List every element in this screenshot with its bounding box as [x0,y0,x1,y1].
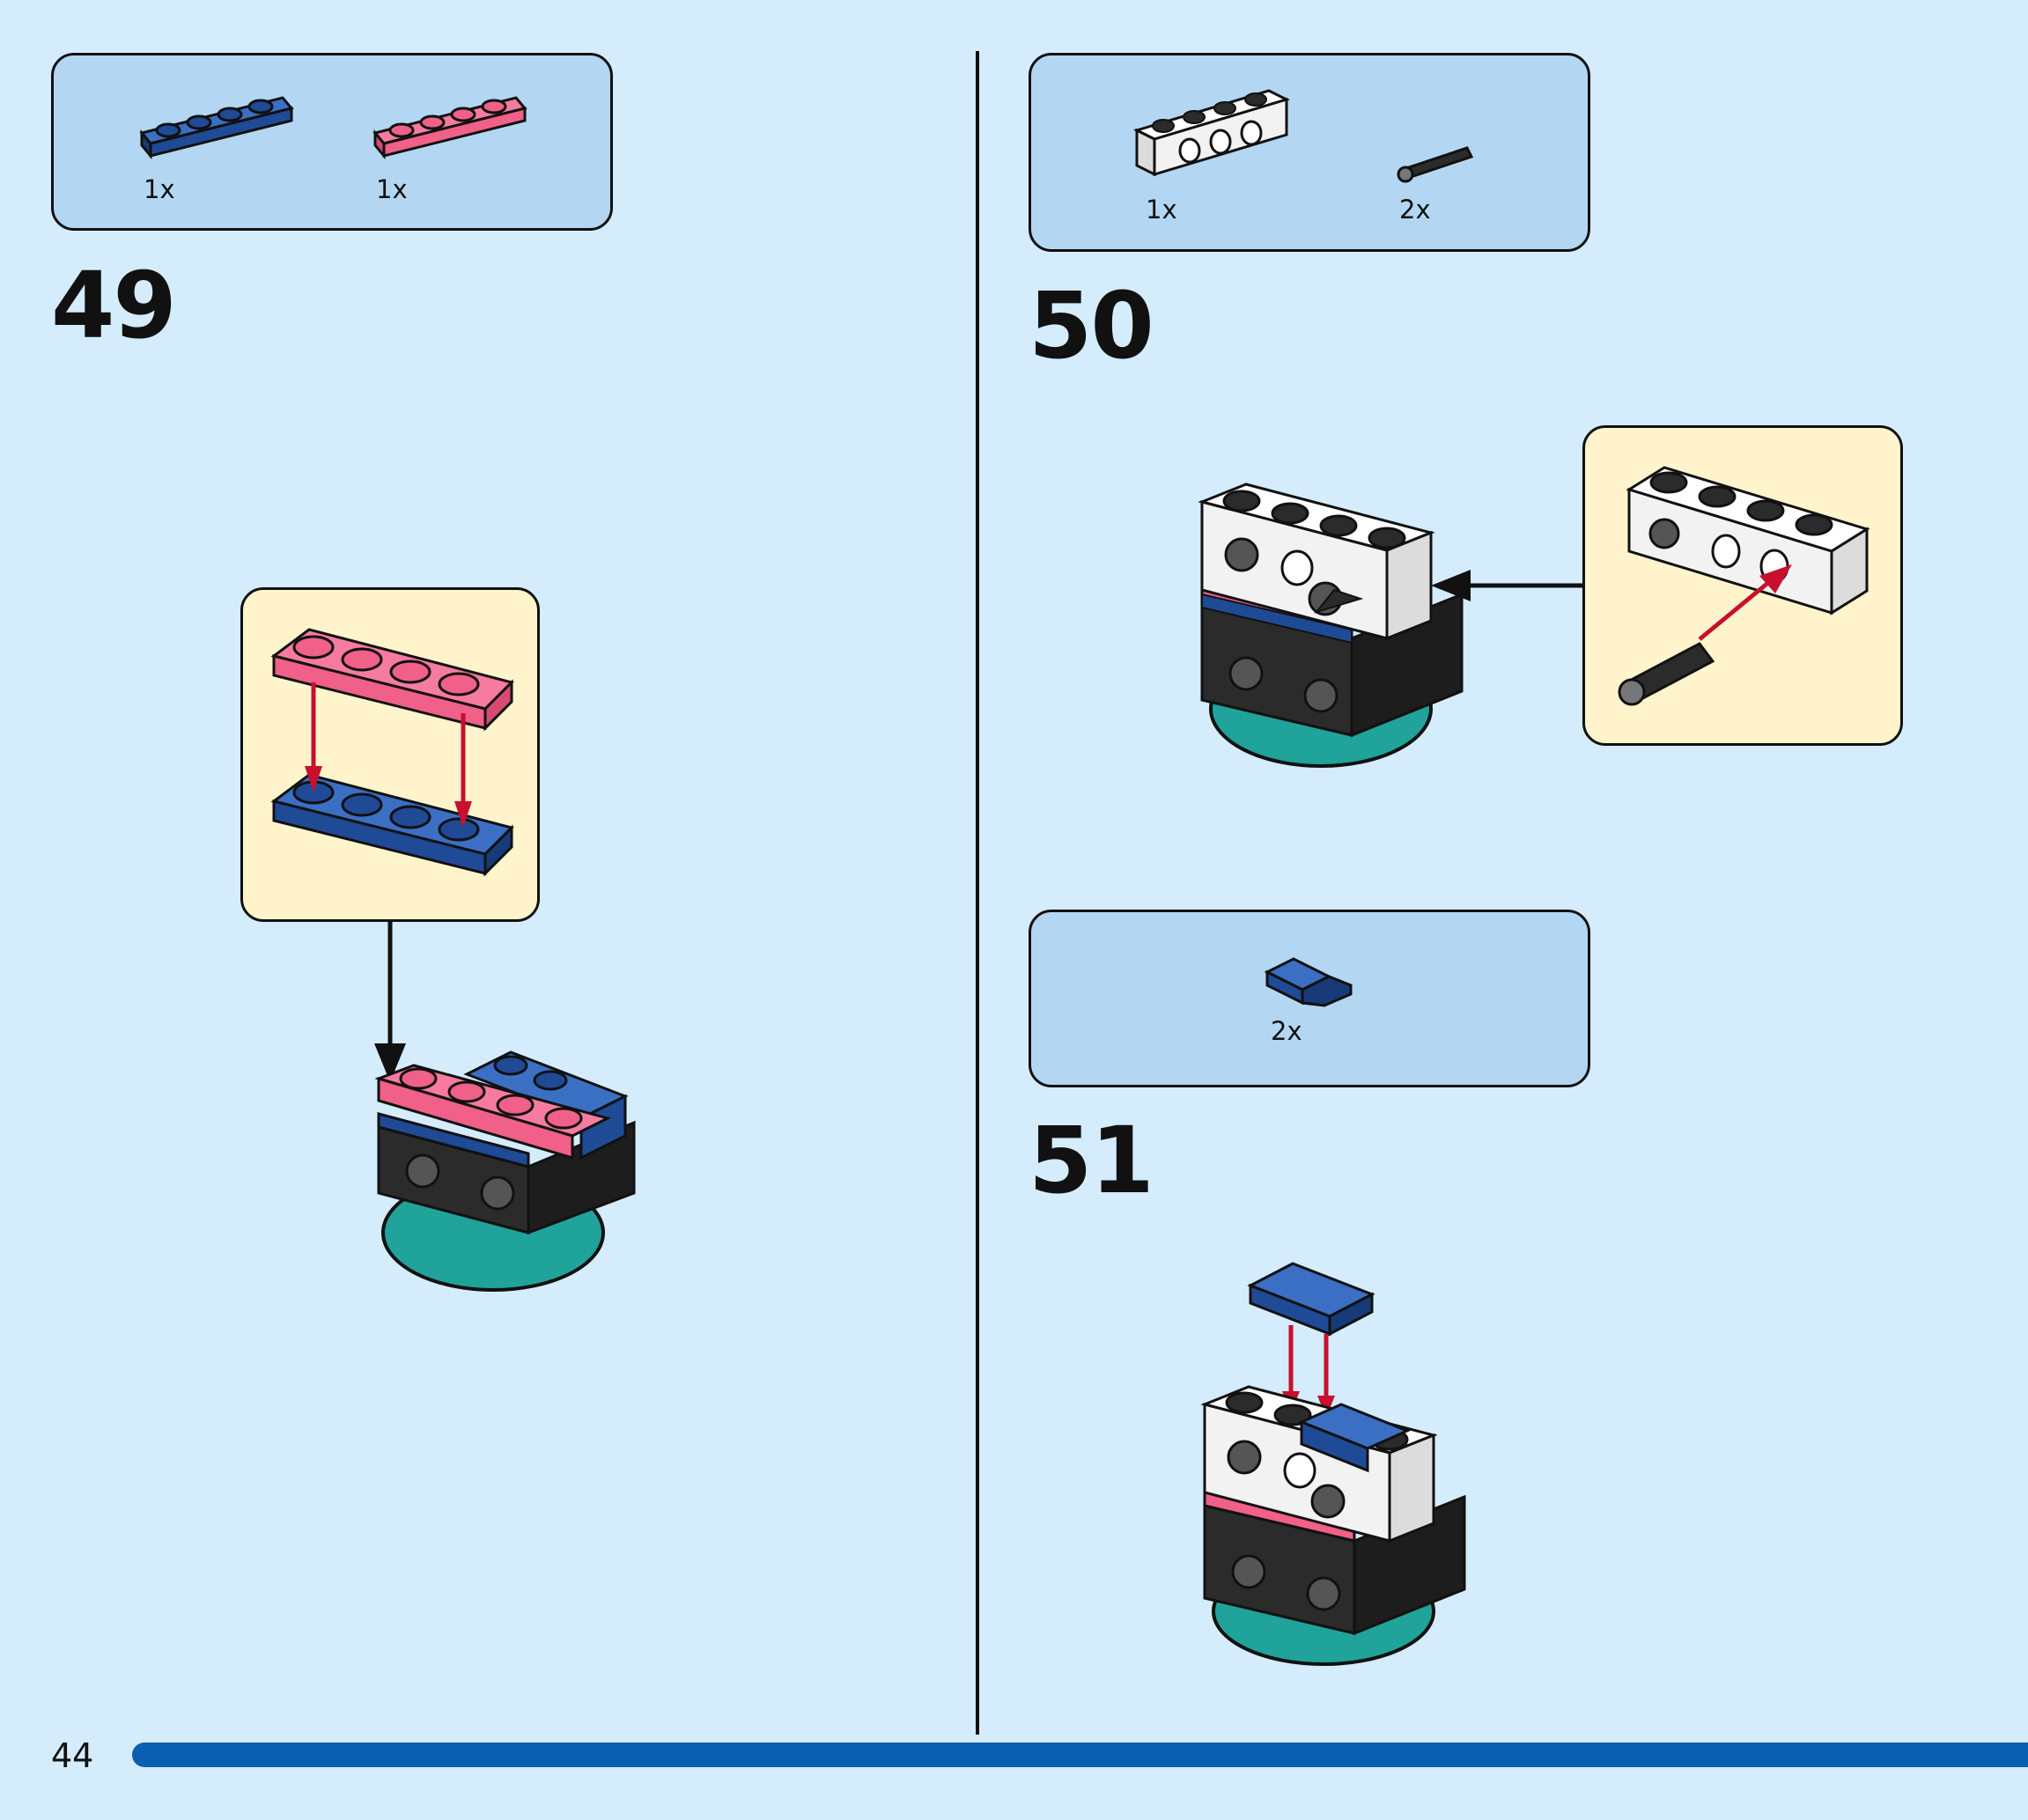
step-49-callout [240,587,540,922]
step-49-model [370,1035,652,1299]
blue-slope-part-icon [1267,954,1355,1016]
black-pin-part-icon [1397,144,1476,188]
step-50-parts-box: 1x 2x [1029,53,1590,252]
step-49-parts-box: 1x 1x [51,53,613,231]
step-51-model [1196,1255,1478,1669]
part-quantity: 2x [1271,1016,1302,1046]
step-number-50: 50 [1029,280,1153,372]
left-arrow-icon [1431,568,1585,603]
step-51-parts-box: 2x [1029,910,1590,1087]
part-quantity: 1x [144,174,175,204]
blue-plate-part-icon [142,89,300,168]
page-number: 44 [51,1736,93,1775]
part-quantity: 1x [376,174,408,204]
red-insert-arrow-icon [454,713,472,832]
part-quantity: 2x [1399,195,1431,225]
white-technic-brick-part-icon [1137,82,1295,196]
pink-plate-part-icon [375,89,534,168]
red-insert-arrow-icon [1700,560,1796,639]
black-pin-icon [1616,635,1722,705]
step-50-model [1193,480,1475,770]
step-50-callout [1582,425,1903,746]
step-number-51: 51 [1029,1115,1153,1206]
part-quantity: 1x [1146,195,1177,225]
column-divider [976,51,979,1735]
progress-bar [132,1743,2028,1767]
red-insert-arrow-icon [305,682,322,797]
step-number-49: 49 [51,260,175,351]
